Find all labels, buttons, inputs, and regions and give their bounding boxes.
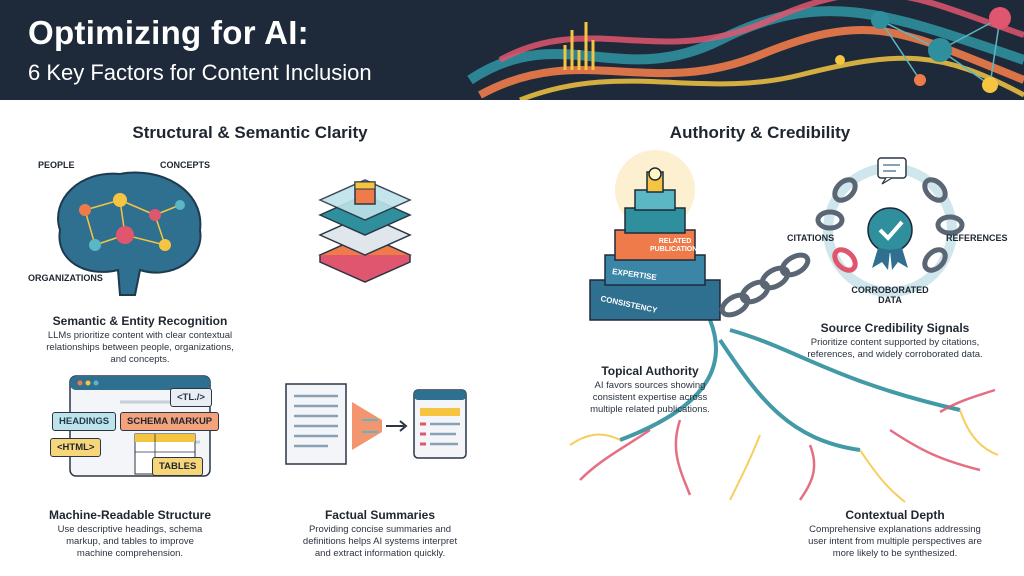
desc-line: Comprehensive explanations addressing [809, 524, 981, 535]
tag-headings: HEADINGS [52, 412, 117, 431]
brain-label-people: PEOPLE [38, 160, 75, 170]
tag-html: <HTML> [50, 438, 102, 457]
factor-desc-summaries: Providing concise summaries and definiti… [260, 524, 500, 560]
desc-line: Prioritize content supported by citation… [810, 337, 980, 348]
tag-tl: <TL./> [170, 388, 212, 407]
factor-desc-credibility: Prioritize content supported by citation… [775, 337, 1015, 361]
factor-title-semantic: Semantic & Entity Recognition [52, 314, 228, 328]
factor-desc-machine: Use descriptive headings, schema markup,… [10, 524, 250, 560]
tag-tables: TABLES [152, 457, 204, 476]
credibility-label-references: REFERENCES [946, 233, 1008, 243]
brain-label-concepts: CONCEPTS [160, 160, 211, 170]
factor-title-topical: Topical Authority [601, 364, 699, 378]
corroborated-line: CORROBORATED [851, 285, 929, 295]
desc-line: Use descriptive headings, schema [57, 524, 203, 535]
factor-title-machine: Machine-Readable Structure [48, 508, 212, 522]
desc-line: more likely to be synthesized. [832, 548, 958, 559]
brain-network-illustration [57, 171, 202, 296]
desc-line: machine comprehension. [76, 548, 184, 559]
desc-line: consistent expertise across [592, 392, 708, 403]
desc-line: and concepts. [110, 354, 170, 365]
factor-desc-semantic: LLMs prioritize content with clear conte… [20, 330, 260, 366]
stacked-layers-icon [318, 179, 412, 283]
desc-line: and extract information quickly. [314, 548, 446, 559]
section-title-authority: Authority & Credibility [669, 123, 851, 142]
desc-line: markup, and tables to improve [66, 536, 194, 547]
desc-line: LLMs prioritize content with clear conte… [47, 330, 233, 341]
header-banner: Optimizing for AI: 6 Key Factors for Con… [0, 0, 1024, 100]
credibility-label-corroborated: CORROBORATED DATA [850, 285, 930, 305]
summary-funnel-illustration [285, 383, 467, 465]
page-title: Optimizing for AI: [28, 14, 309, 51]
desc-line: multiple related publications. [590, 404, 710, 415]
abstract-network-art [467, 0, 1024, 100]
factor-title-summaries: Factual Summaries [324, 508, 436, 522]
brain-label-organizations: ORGANIZATIONS [28, 273, 103, 283]
desc-line: relationships between people, organizati… [46, 342, 234, 353]
tag-schema-markup: SCHEMA MARKUP [120, 412, 220, 431]
corroborated-line: DATA [878, 295, 902, 305]
desc-line: references, and widely corroborated data… [807, 349, 983, 360]
factor-desc-topical: AI favors sources showing consistent exp… [565, 380, 735, 416]
tower-label-related-publications: RELATED PUBLICATIONS [650, 238, 702, 253]
factor-title-contextual: Contextual Depth [845, 508, 945, 522]
authority-tree-illustration [569, 150, 999, 503]
page-subtitle: 6 Key Factors for Content Inclusion [28, 60, 372, 85]
section-title-structural: Structural & Semantic Clarity [132, 123, 368, 142]
factor-desc-contextual: Comprehensive explanations addressing us… [775, 524, 1015, 560]
desc-line: AI favors sources showing [594, 380, 706, 391]
desc-line: Providing concise summaries and [308, 524, 452, 535]
desc-line: definitions helps AI systems interpret [302, 536, 458, 547]
desc-line: user intent from multiple perspectives a… [808, 536, 982, 547]
credibility-label-citations: CITATIONS [787, 233, 835, 243]
factor-title-credibility: Source Credibility Signals [820, 321, 970, 335]
